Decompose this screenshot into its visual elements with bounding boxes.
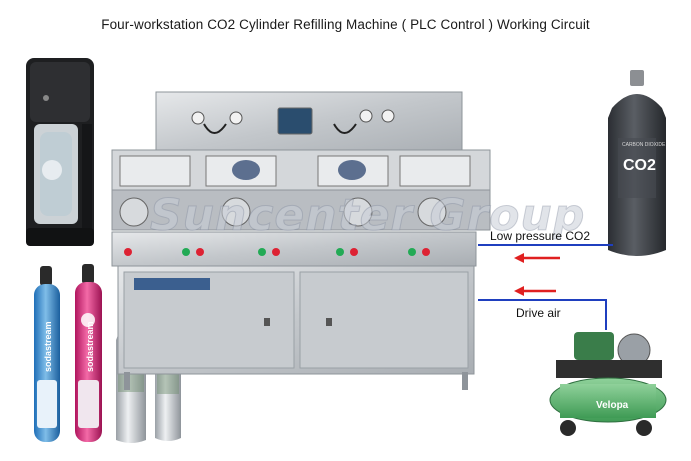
co2-cylinder-image [608, 70, 666, 256]
sodastream-bottle-pink [75, 264, 102, 442]
pink-bottle-brand-text: sodastream [85, 321, 95, 372]
compressor-brand-text: Velopa [596, 400, 629, 411]
diagram-title: Four-workstation CO2 Cylinder Refilling … [101, 17, 590, 32]
watermark-text: Suncenter Group [149, 190, 586, 242]
blue-bottle-brand-text: sodastream [43, 321, 53, 372]
drive-air-line [478, 299, 607, 330]
air-flow-arrow [514, 286, 556, 296]
co2-flow-arrow [514, 253, 560, 263]
low-pressure-co2-label: Low pressure CO2 [490, 229, 591, 243]
cylinder-brand-text: CARBON DIOXIDE [622, 142, 666, 148]
cylinder-formula-text: CO2 [623, 157, 656, 174]
soda-maker-image [26, 58, 94, 246]
drive-air-label: Drive air [516, 306, 561, 320]
sodastream-bottle-blue [34, 266, 60, 442]
refilling-machine-image [111, 91, 491, 390]
air-compressor-image: Velopa [549, 332, 667, 436]
